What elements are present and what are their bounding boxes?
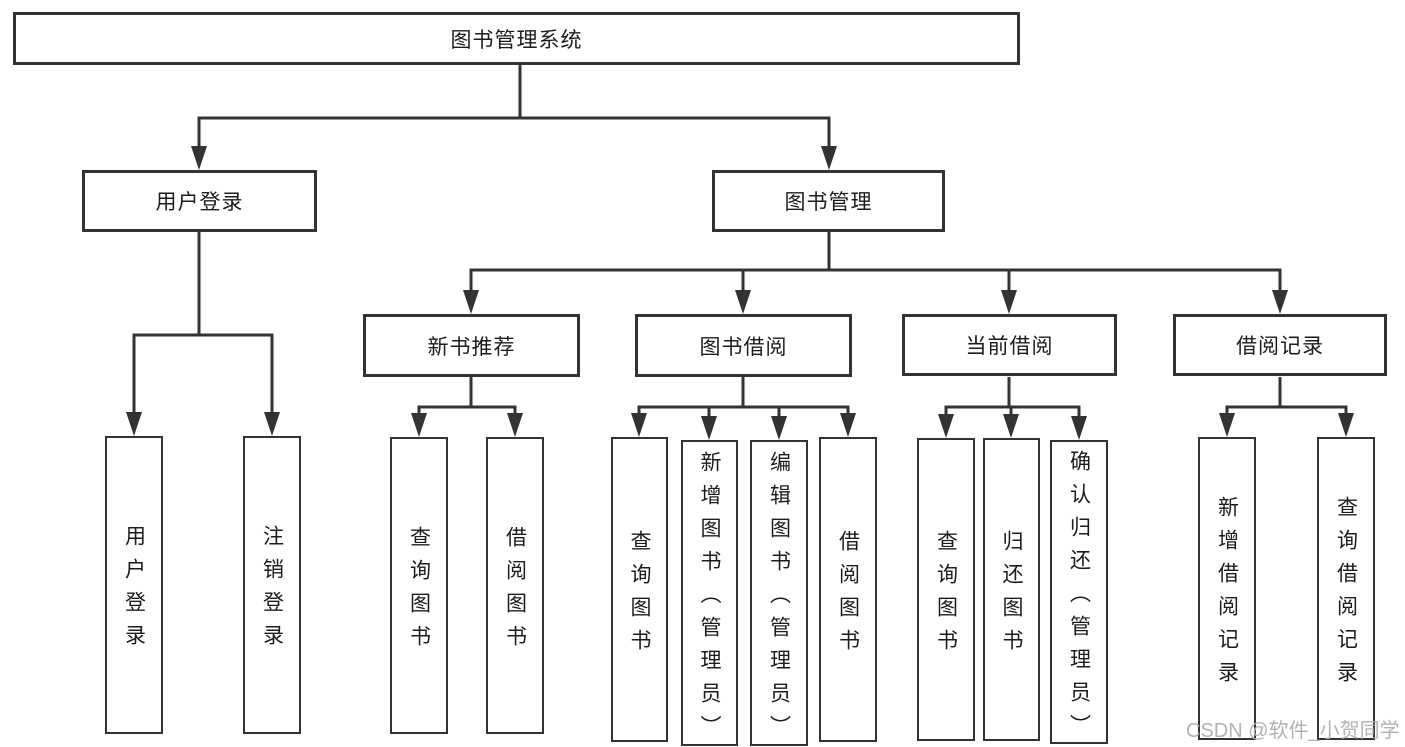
- node-label: 新增图书（管理员）: [698, 450, 721, 747]
- node-label: 图书管理系统: [450, 28, 583, 52]
- connector-userlogin-to-children: [132, 232, 274, 418]
- connector-recommend-to-children: [417, 377, 517, 420]
- node-label: 归还图书: [1000, 529, 1023, 662]
- csdn-watermark: CSDN @软件_小贺同学: [1186, 720, 1400, 742]
- node-book-borrowing: 图书借阅: [635, 314, 852, 377]
- node-book-management-module: 图书管理: [712, 170, 945, 232]
- node-label: 借阅图书: [503, 525, 527, 658]
- node-user-login-module: 用户登录: [82, 170, 317, 232]
- connector-records-to-children: [1225, 377, 1348, 420]
- node-borrow-query-book: 查询图书: [611, 437, 668, 742]
- node-current-return-book: 归还图书: [983, 438, 1040, 741]
- node-user-login: 用户登录: [105, 436, 163, 734]
- node-label: 查询借阅记录: [1334, 495, 1358, 694]
- node-label: 查询图书: [407, 525, 431, 658]
- node-label: 查询图书: [934, 529, 958, 662]
- node-label: 用户登录: [155, 191, 244, 214]
- node-label: 新增借阅记录: [1215, 495, 1239, 694]
- connector-root-to-level2: [197, 65, 831, 152]
- node-current-confirm-return-admin: 确认归还（管理员）: [1050, 440, 1108, 747]
- node-new-book-recommendation: 新书推荐: [363, 314, 580, 377]
- connector-bookmgmt-to-level3: [469, 232, 1282, 297]
- node-label: 查询图书: [628, 529, 651, 662]
- node-records-query-borrow-record: 查询借阅记录: [1317, 437, 1375, 740]
- node-current-query-book: 查询图书: [917, 438, 975, 741]
- node-label: 编辑图书（管理员）: [767, 450, 791, 747]
- connector-current-to-children: [944, 377, 1081, 423]
- node-label: 确认归还（管理员）: [1067, 449, 1091, 747]
- node-library-management-system: 图书管理系统: [13, 12, 1020, 65]
- node-current-borrowing: 当前借阅: [902, 314, 1117, 376]
- node-borrow-borrow-book: 借阅图书: [819, 437, 877, 742]
- node-borrowing-records: 借阅记录: [1173, 314, 1387, 376]
- node-label: 用户登录: [122, 525, 146, 657]
- connector-borrow-to-children: [637, 377, 850, 423]
- node-recommend-query-book: 查询图书: [390, 437, 448, 734]
- node-records-add-borrow-record: 新增借阅记录: [1198, 437, 1256, 740]
- arrowheads: [126, 146, 1354, 440]
- node-borrow-add-book-admin: 新增图书（管理员）: [681, 440, 738, 747]
- node-label: 注销登录: [260, 525, 284, 657]
- node-logout: 注销登录: [243, 436, 301, 734]
- node-label: 图书借阅: [699, 335, 788, 359]
- node-label: 图书管理: [784, 191, 873, 214]
- node-label: 借阅图书: [836, 529, 860, 662]
- node-label: 当前借阅: [965, 335, 1054, 358]
- node-label: 借阅记录: [1236, 335, 1324, 358]
- node-label: 新书推荐: [427, 335, 516, 359]
- node-recommend-borrow-book: 借阅图书: [486, 437, 544, 734]
- node-borrow-edit-book-admin: 编辑图书（管理员）: [750, 440, 808, 747]
